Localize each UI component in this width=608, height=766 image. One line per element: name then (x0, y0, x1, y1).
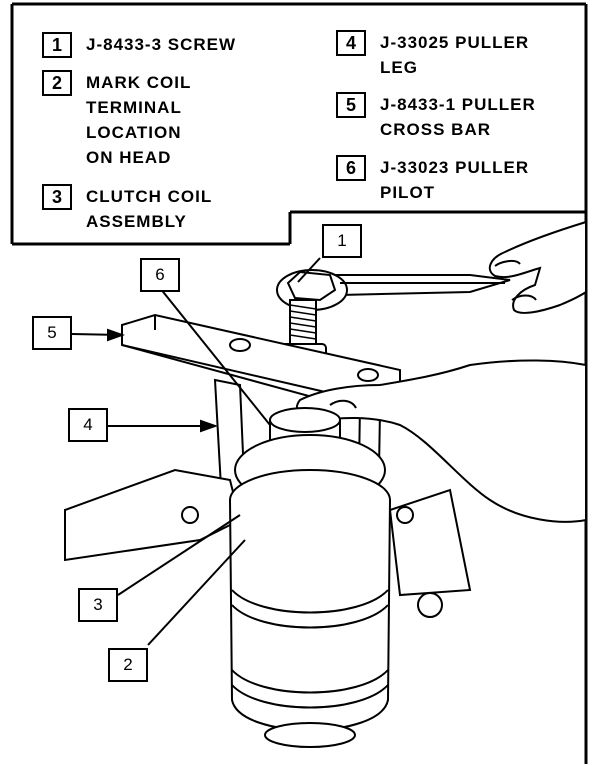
legend-label: J-33023 PULLER PILOT (380, 158, 530, 202)
lower-hand (295, 359, 587, 523)
legend-item-5: 5 J-8433-1 PULLER CROSS BAR (336, 92, 536, 142)
callout-3: 3 (78, 588, 118, 622)
legend-number: 4 (336, 30, 366, 56)
legend-label: CLUTCH COIL ASSEMBLY (86, 187, 213, 231)
legend-item-2: 2 MARK COIL TERMINAL LOCATION ON HEAD (42, 70, 191, 170)
callout-2: 2 (108, 648, 148, 682)
callout-6: 6 (140, 258, 180, 292)
legend-number: 6 (336, 155, 366, 181)
compressor (64, 434, 472, 748)
legend-number: 5 (336, 92, 366, 118)
upper-hand (488, 220, 587, 314)
legend-label: MARK COIL TERMINAL LOCATION ON HEAD (86, 73, 192, 167)
callout-5: 5 (32, 316, 72, 350)
callout-1: 1 (322, 224, 362, 258)
legend-number: 2 (42, 70, 72, 96)
legend-number: 3 (42, 184, 72, 210)
legend-item-4: 4 J-33025 PULLER LEG (336, 30, 529, 80)
legend-number: 1 (42, 32, 72, 58)
legend-item-3: 3 CLUTCH COIL ASSEMBLY (42, 184, 212, 234)
legend-item-6: 6 J-33023 PULLER PILOT (336, 155, 529, 205)
legend-label: J-33025 PULLER LEG (380, 33, 530, 77)
legend-item-1: 1 J-8433-3 SCREW (42, 32, 236, 58)
callout-4: 4 (68, 408, 108, 442)
legend-label: J-8433-3 SCREW (86, 35, 237, 54)
legend-label: J-8433-1 PULLER CROSS BAR (380, 95, 536, 139)
leader-lines (71, 257, 321, 646)
cross-bar (121, 313, 401, 412)
